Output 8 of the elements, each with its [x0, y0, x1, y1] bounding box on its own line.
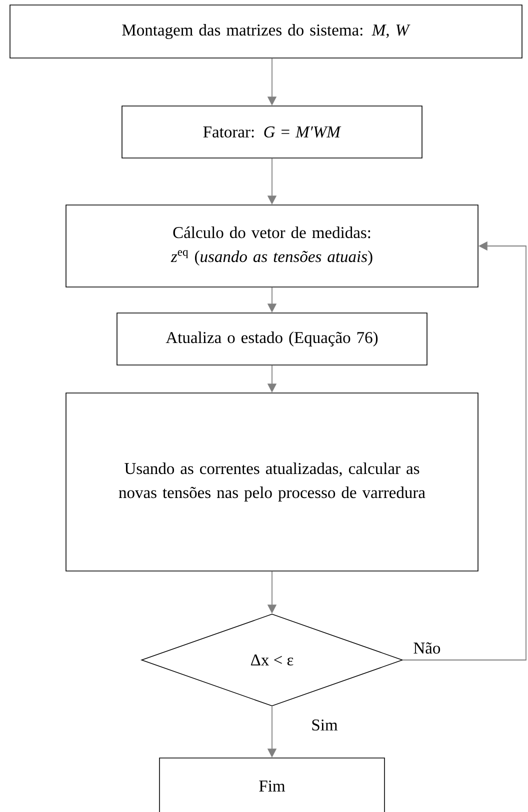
- process-box: Usando as correntes atualizadas, calcular as novas tensões nas pelo processo de varredura: [66, 392, 478, 572]
- process-box: Fim: [159, 758, 385, 812]
- edge-label: Não: [412, 641, 442, 655]
- edge-label: Sim: [310, 718, 339, 732]
- process-box: Cálculo do vetor de medidas: z$^{eq}$ (usando as tensões atuais): [66, 204, 478, 288]
- process-box: Fatorar: G = M′WM: [122, 106, 422, 158]
- process-box: Montagem das matrizes do sistema: M, W: [10, 4, 522, 58]
- process-box: Atualiza o estado (Equação 76): [116, 312, 428, 366]
